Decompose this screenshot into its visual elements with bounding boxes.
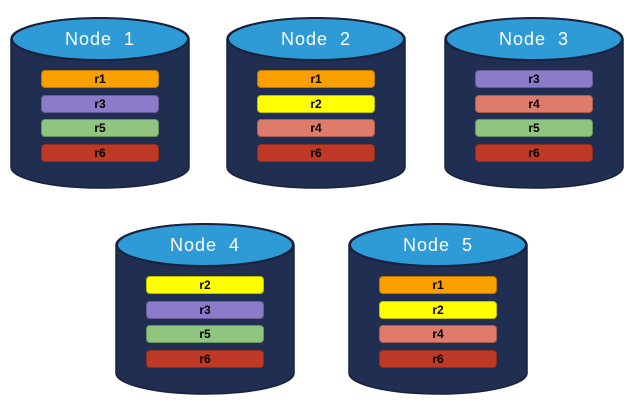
replica-bar: r6 bbox=[379, 349, 497, 368]
node-cylinder-4: Node 4 r2 r3 r5 r6 bbox=[115, 221, 295, 396]
replica-bar: r1 bbox=[257, 70, 375, 88]
replica-bar: r3 bbox=[475, 70, 593, 88]
node-cylinder-2: Node 2 r1 r2 r4 r6 bbox=[226, 15, 406, 190]
replica-bar: r5 bbox=[41, 119, 159, 137]
replica-list: r1 r2 r4 r6 bbox=[379, 276, 497, 374]
cylinder-top bbox=[116, 223, 294, 267]
replica-bar: r4 bbox=[379, 325, 497, 343]
replica-bar: r5 bbox=[146, 325, 264, 343]
replica-bar: r2 bbox=[146, 276, 264, 294]
replica-bar: r6 bbox=[257, 143, 375, 162]
node-cylinder-3: Node 3 r3 r4 r5 r6 bbox=[444, 15, 624, 190]
cylinder-top bbox=[349, 223, 527, 267]
replica-bar: r3 bbox=[41, 94, 159, 113]
replica-bar: r1 bbox=[379, 276, 497, 294]
cylinder-top bbox=[445, 17, 623, 61]
replica-bar: r5 bbox=[475, 119, 593, 137]
replica-bar: r1 bbox=[41, 70, 159, 88]
replica-bar: r4 bbox=[257, 119, 375, 137]
replica-list: r1 r3 r5 r6 bbox=[41, 70, 159, 168]
replica-bar: r3 bbox=[146, 300, 264, 319]
node-cylinder-1: Node 1 r1 r3 r5 r6 bbox=[10, 15, 190, 190]
replica-list: r2 r3 r5 r6 bbox=[146, 276, 264, 374]
replica-bar: r6 bbox=[41, 143, 159, 162]
replica-list: r1 r2 r4 r6 bbox=[257, 70, 375, 168]
node-title: Node 3 bbox=[498, 29, 570, 49]
node-title: Node 2 bbox=[280, 29, 352, 49]
replica-list: r3 r4 r5 r6 bbox=[475, 70, 593, 168]
replica-bar: r6 bbox=[146, 349, 264, 368]
replica-bar: r2 bbox=[257, 94, 375, 113]
replica-bar: r6 bbox=[475, 143, 593, 162]
replica-bar: r4 bbox=[475, 94, 593, 113]
cylinder-top bbox=[227, 17, 405, 61]
node-title: Node 1 bbox=[64, 29, 136, 49]
node-title: Node 5 bbox=[402, 235, 474, 255]
cylinder-top bbox=[11, 17, 189, 61]
replica-bar: r2 bbox=[379, 300, 497, 319]
node-cylinder-5: Node 5 r1 r2 r4 r6 bbox=[348, 221, 528, 396]
node-title: Node 4 bbox=[169, 235, 241, 255]
